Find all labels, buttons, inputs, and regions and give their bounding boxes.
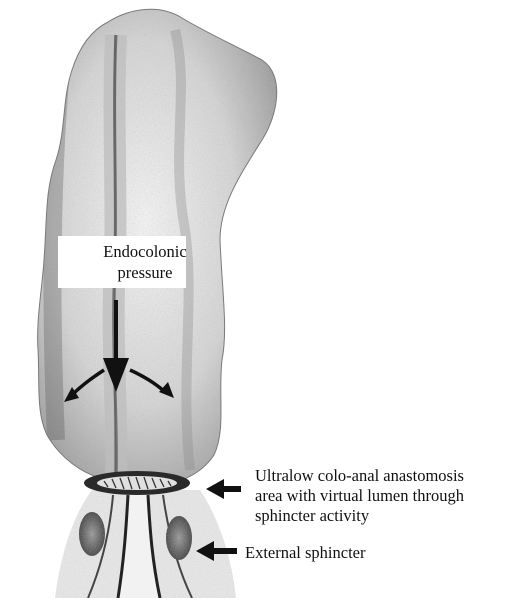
anastomosis-line-1: Ultralow colo-anal anastomosis [255, 466, 512, 486]
endocolonic-pressure-label: Endocolonic pressure [10, 241, 280, 283]
anastomosis-label: Ultralow colo-anal anastomosis area with… [255, 466, 512, 526]
anastomosis-line-3: sphincter activity [255, 506, 512, 526]
anastomosis-pointer-arrow-icon [206, 479, 241, 499]
anastomosis-line-2: area with virtual lumen through [255, 486, 512, 506]
external-sphincter-label: External sphincter [245, 543, 366, 563]
endocolonic-pressure-line-2: pressure [10, 262, 280, 283]
endocolonic-pressure-line-1: Endocolonic [10, 241, 280, 262]
anastomosis-ring [84, 471, 190, 495]
